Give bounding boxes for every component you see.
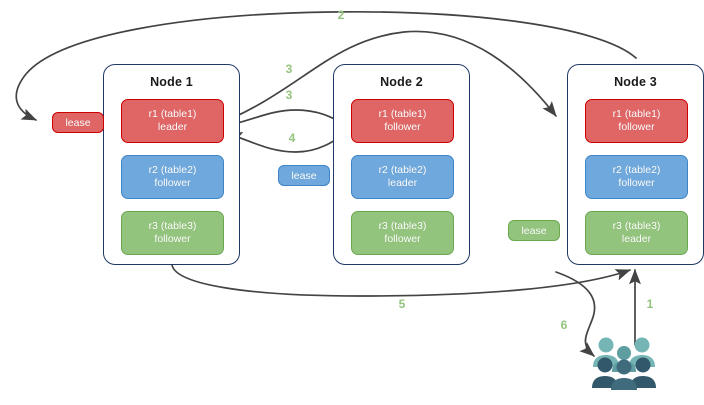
lease-badge-r1[interactable]: lease [52,112,104,133]
replica-node3-r1[interactable]: r1 (table1) follower [585,99,688,143]
replica-node1-r3[interactable]: r3 (table3) follower [121,211,224,255]
replica-name: r2 (table2) [378,164,427,176]
step-label-4: 4 [288,131,296,145]
node-box-node2[interactable]: Node 2 r1 (table1) follower r2 (table2) … [333,64,470,265]
node-box-node3[interactable]: Node 3 r1 (table1) follower r2 (table2) … [567,64,704,265]
replica-role: follower [618,121,655,133]
lease-label: lease [521,224,547,237]
replica-node1-r1[interactable]: r1 (table1) leader [121,99,224,143]
replica-role: follower [384,121,421,133]
lease-label: lease [65,116,91,129]
step-label-3a: 3 [285,62,293,76]
replica-name: r3 (table3) [378,220,427,232]
replica-role: leader [157,121,188,133]
lease-label: lease [291,169,317,182]
replica-role: follower [384,233,421,245]
people-group-icon [592,337,656,390]
replica-role: leader [387,177,418,189]
replica-name: r2 (table2) [148,164,197,176]
replica-node2-r3[interactable]: r3 (table3) follower [351,211,454,255]
replica-node3-r3[interactable]: r3 (table3) leader [585,211,688,255]
replica-node2-r1[interactable]: r1 (table1) follower [351,99,454,143]
replica-node3-r2[interactable]: r2 (table2) follower [585,155,688,199]
replica-name: r2 (table2) [612,164,661,176]
lease-badge-r3[interactable]: lease [508,220,560,241]
node-title: Node 3 [614,75,657,89]
clients-group[interactable] [592,334,664,390]
replica-role: follower [618,177,655,189]
node-title: Node 1 [150,75,193,89]
replica-node2-r2[interactable]: r2 (table2) leader [351,155,454,199]
replica-node1-r2[interactable]: r2 (table2) follower [121,155,224,199]
replica-name: r1 (table1) [148,108,197,120]
step-label-3b: 3 [285,88,293,102]
lease-badge-r2[interactable]: lease [278,165,330,186]
edge-6-response-to-client [555,271,596,357]
replica-role: leader [621,233,652,245]
node-title: Node 2 [380,75,423,89]
replica-name: r1 (table1) [612,108,661,120]
replica-name: r1 (table1) [378,108,427,120]
step-label-6: 6 [560,318,568,332]
replica-name: r3 (table3) [612,220,661,232]
replica-role: follower [154,177,191,189]
replica-role: follower [154,233,191,245]
replica-name: r3 (table3) [148,220,197,232]
step-label-1: 1 [646,297,654,311]
edge-5-node1-to-node3 [171,264,631,297]
step-label-2: 2 [337,8,345,22]
node-box-node1[interactable]: Node 1 r1 (table1) leader r2 (table2) fo… [103,64,240,265]
step-label-5: 5 [398,297,406,311]
